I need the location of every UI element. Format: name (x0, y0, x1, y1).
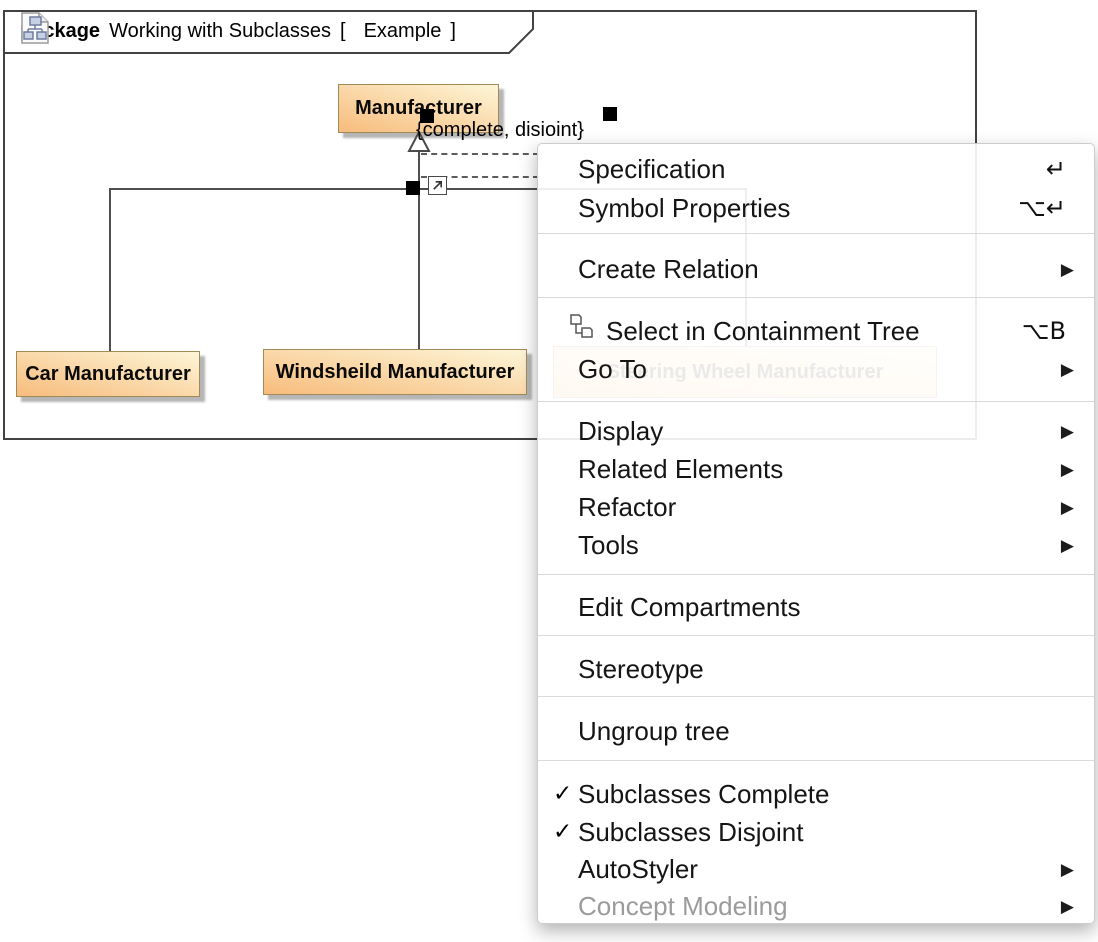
class-car-manufacturer[interactable]: Car Manufacturer (16, 351, 200, 397)
menu-item-specification[interactable]: Specification ↵ (538, 150, 1094, 188)
submenu-arrow-icon: ▶ (1060, 260, 1074, 280)
menu-item-label: Refactor (578, 492, 677, 522)
menu-separator (538, 297, 1094, 298)
class-windsheild-manufacturer[interactable]: Windsheild Manufacturer (263, 349, 527, 395)
selection-handle-top[interactable] (420, 109, 434, 123)
generalization-line-windsheild[interactable] (418, 150, 420, 349)
menu-item-subclasses-complete[interactable]: ✓ Subclasses Complete (538, 775, 1094, 813)
menu-item-label: Go To (578, 354, 647, 384)
menu-item-refactor[interactable]: Refactor ▶ (538, 488, 1094, 526)
menu-item-ungroup-tree[interactable]: Ungroup tree (538, 712, 1094, 750)
generalization-line-car[interactable] (109, 188, 111, 351)
diagram-name: Example (363, 19, 442, 42)
menu-item-concept-modeling[interactable]: Concept Modeling ▶ (538, 887, 1094, 925)
menu-separator (538, 635, 1094, 636)
menu-item-label: Display (578, 416, 664, 446)
submenu-arrow-icon: ▶ (1060, 897, 1074, 917)
menu-separator (538, 574, 1094, 575)
menu-item-symbol-properties[interactable]: Symbol Properties ⌥↵ (538, 189, 1094, 227)
menu-separator (538, 233, 1094, 234)
submenu-arrow-icon: ▶ (1060, 422, 1074, 442)
class-name-label: Windsheild Manufacturer (275, 360, 515, 383)
menu-separator (538, 760, 1094, 761)
menu-item-label: Subclasses Complete (578, 779, 830, 809)
menu-item-label: Ungroup tree (578, 716, 730, 746)
menu-item-label: Specification (578, 154, 726, 184)
menu-item-stereotype[interactable]: Stereotype (538, 650, 1094, 688)
submenu-arrow-icon: ▶ (1060, 360, 1074, 380)
menu-item-shortcut: ⌥↵ (1018, 194, 1066, 222)
package-title: Working with Subclasses (109, 19, 332, 42)
menu-item-label: Create Relation (578, 254, 759, 284)
menu-item-label: Select in Containment Tree (606, 316, 920, 346)
class-manufacturer[interactable]: Manufacturer (338, 84, 499, 133)
menu-item-label: Tools (578, 530, 639, 560)
menu-item-label: Symbol Properties (578, 193, 791, 223)
selection-handle-right[interactable] (603, 107, 617, 121)
package-tab-outline (3, 10, 534, 54)
generalization-arrowhead (407, 130, 431, 152)
menu-item-edit-compartments[interactable]: Edit Compartments (538, 588, 1094, 626)
menu-separator (538, 696, 1094, 697)
menu-item-select-in-containment-tree[interactable]: Select in Containment Tree ⌥B (538, 312, 1094, 350)
menu-item-tools[interactable]: Tools ▶ (538, 526, 1094, 564)
bracket-open: [ (340, 19, 346, 42)
open-in-new-icon[interactable] (428, 176, 447, 195)
checkmark-icon: ✓ (553, 819, 573, 845)
menu-item-subclasses-disjoint[interactable]: ✓ Subclasses Disjoint (538, 813, 1094, 851)
menu-item-label: Subclasses Disjoint (578, 817, 804, 847)
submenu-arrow-icon: ▶ (1060, 536, 1074, 556)
menu-item-shortcut: ⌥B (1021, 317, 1066, 345)
selection-handle-junction[interactable] (406, 181, 420, 195)
menu-item-label: Edit Compartments (578, 592, 801, 622)
package-header-tab: package Working with Subclasses [ Exampl… (3, 10, 534, 54)
menu-item-related-elements[interactable]: Related Elements ▶ (538, 450, 1094, 488)
menu-item-create-relation[interactable]: Create Relation ▶ (538, 250, 1094, 288)
context-menu: Specification ↵ Symbol Properties ⌥↵ Cre… (537, 143, 1095, 924)
checkmark-icon: ✓ (553, 781, 573, 807)
menu-item-shortcut: ↵ (1045, 155, 1066, 183)
menu-item-label: Concept Modeling (578, 891, 788, 921)
submenu-arrow-icon: ▶ (1060, 498, 1074, 518)
menu-item-label: AutoStyler (578, 854, 698, 884)
selection-dashed-top (421, 153, 539, 155)
menu-separator (538, 401, 1094, 402)
bracket-close: ] (450, 19, 456, 42)
menu-item-label: Related Elements (578, 454, 784, 484)
menu-item-label: Stereotype (578, 654, 704, 684)
menu-item-autostyler[interactable]: AutoStyler ▶ (538, 850, 1094, 888)
selection-dashed-bottom (421, 176, 539, 178)
class-name-label: Car Manufacturer (25, 362, 191, 385)
submenu-arrow-icon: ▶ (1060, 460, 1074, 480)
menu-item-go-to[interactable]: Go To ▶ (538, 350, 1094, 388)
submenu-arrow-icon: ▶ (1060, 860, 1074, 880)
generalization-constraint-label: {complete, disioint} (416, 119, 584, 141)
containment-tree-icon (568, 312, 596, 350)
class-name-label: Manufacturer (355, 97, 482, 119)
menu-item-display[interactable]: Display ▶ (538, 412, 1094, 450)
